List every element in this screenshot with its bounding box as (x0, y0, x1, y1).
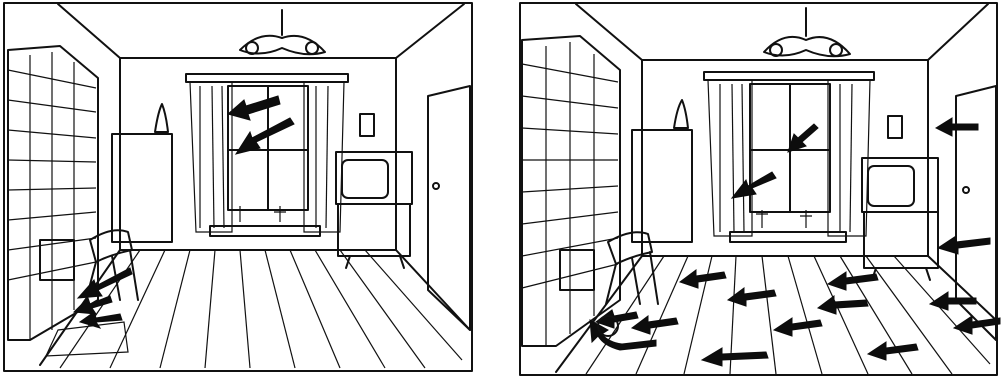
arrow (818, 296, 868, 314)
arrow (74, 296, 112, 314)
arrow (828, 272, 878, 290)
floor-boards (586, 256, 990, 374)
tiled-stove (522, 36, 620, 346)
vase (674, 100, 688, 128)
television (862, 158, 938, 280)
wall-lamp (888, 116, 902, 138)
arrow (702, 348, 768, 366)
room-drawing-right (516, 0, 1001, 379)
arrow (680, 270, 726, 288)
room-illustration-left (0, 0, 476, 379)
arrow (236, 118, 294, 154)
room-illustration-right (516, 0, 1001, 379)
arrow (868, 342, 918, 360)
arrow (732, 172, 776, 198)
frame (520, 3, 997, 375)
arrow (938, 236, 990, 254)
room-drawing-left (0, 0, 476, 379)
arrow (788, 124, 818, 152)
vase (155, 104, 168, 132)
door-handle (433, 183, 439, 189)
arrow (228, 96, 280, 120)
arrow (728, 288, 776, 306)
airflow-arrows-left (74, 96, 294, 328)
floor-boards (60, 250, 462, 368)
window (186, 74, 348, 236)
door-handle (963, 187, 969, 193)
window (704, 72, 874, 242)
arrow (774, 318, 822, 336)
ceiling-lamp (240, 10, 325, 54)
ceiling-lamp (764, 8, 850, 56)
wall-lamp (360, 114, 374, 136)
door (428, 86, 470, 330)
arrow (80, 312, 122, 328)
